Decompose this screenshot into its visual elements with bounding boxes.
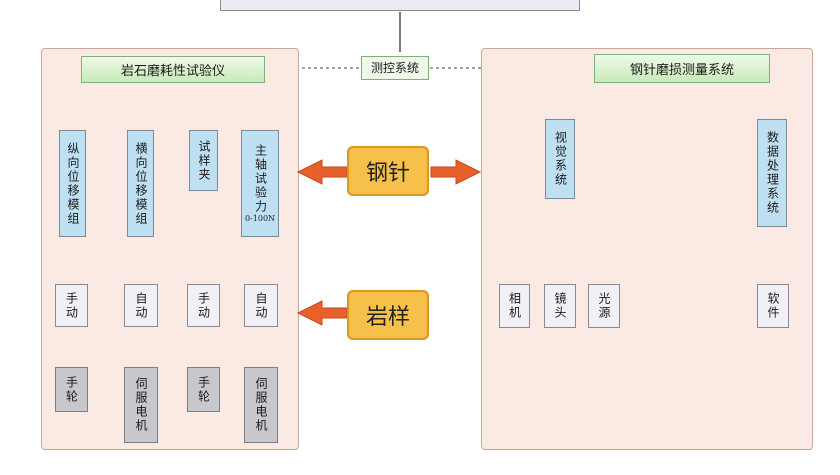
mode-box-3: 手动: [187, 284, 220, 327]
data-processing-label: 数据处理系统: [765, 131, 780, 215]
camera-label: 相机: [507, 292, 522, 320]
drive-label-3: 手轮: [196, 375, 211, 404]
mode-box-1: 手动: [55, 284, 88, 327]
lens-label: 镜头: [553, 292, 567, 320]
light-source-box: 光源: [588, 284, 620, 328]
right-system-panel: [481, 48, 813, 450]
software-label: 软件: [766, 292, 780, 320]
needle-callout: 钢针: [347, 146, 429, 196]
spindle-force-label: 主轴试验力: [253, 143, 268, 214]
lateral-module-box: 横向位移模组: [127, 130, 154, 237]
left-system-title-text: 岩石磨耗性试验仪: [120, 64, 225, 79]
lens-box: 镜头: [544, 284, 576, 328]
spindle-force-range: 0-100N: [244, 213, 276, 223]
mode-label-4: 自动: [254, 291, 268, 320]
rock-sample-callout-label: 岩样: [365, 305, 410, 330]
needle-left-arrow: [296, 159, 348, 185]
rock-left-arrow: [296, 300, 348, 326]
top-system-box: [220, 0, 580, 11]
drive-box-4: 伺服电机: [244, 367, 278, 443]
drive-box-3: 手轮: [187, 367, 220, 412]
right-system-title: 钢针磨损测量系统: [594, 54, 770, 83]
mode-label-2: 自动: [134, 291, 148, 320]
drive-box-1: 手轮: [55, 367, 88, 412]
mode-box-4: 自动: [244, 284, 278, 327]
software-box: 软件: [757, 284, 789, 328]
drive-box-2: 伺服电机: [124, 367, 158, 443]
left-system-title: 岩石磨耗性试验仪: [81, 56, 265, 83]
spindle-force-box: 主轴试验力 0-100N: [241, 130, 279, 237]
lateral-module-label: 横向位移模组: [134, 141, 148, 226]
control-system-box: 测控系统: [361, 56, 429, 80]
drive-label-1: 手轮: [64, 375, 79, 404]
mode-box-2: 自动: [124, 284, 158, 327]
light-source-label: 光源: [597, 292, 611, 320]
sample-clamp-label: 试样夹: [197, 139, 211, 182]
longitudinal-module-box: 纵向位移模组: [59, 130, 86, 237]
camera-box: 相机: [499, 284, 530, 328]
mode-label-3: 手动: [196, 291, 211, 320]
drive-label-4: 伺服电机: [254, 377, 268, 433]
needle-callout-label: 钢针: [365, 161, 410, 186]
control-system-label: 测控系统: [370, 61, 419, 75]
longitudinal-module-label: 纵向位移模组: [66, 141, 80, 226]
mode-label-1: 手动: [64, 291, 79, 320]
needle-right-arrow: [430, 159, 482, 185]
right-system-title-text: 钢针磨损测量系统: [629, 63, 734, 78]
rock-sample-callout: 岩样: [347, 290, 429, 340]
vision-system-label: 视觉系统: [553, 131, 568, 187]
vision-system-box: 视觉系统: [545, 119, 575, 199]
drive-label-2: 伺服电机: [134, 377, 148, 433]
data-processing-box: 数据处理系统: [757, 119, 787, 227]
sample-clamp-box: 试样夹: [189, 130, 218, 191]
